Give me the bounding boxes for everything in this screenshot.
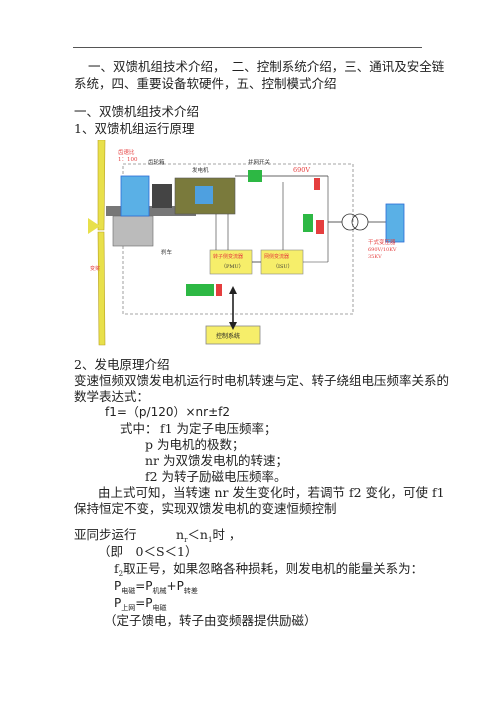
wind-blade-lower bbox=[97, 231, 106, 346]
label-gearbox-note: 齿速比 bbox=[118, 148, 135, 156]
transformer-coil-2 bbox=[351, 213, 369, 231]
label-690v: 690V bbox=[293, 166, 310, 174]
label-generator: 发电机 bbox=[192, 166, 209, 174]
gearbox-block bbox=[120, 175, 150, 217]
wind-hub bbox=[88, 218, 100, 234]
section1-1-title: 1、双馈机组运行原理 bbox=[74, 121, 195, 136]
energy-equation-1: P电磁=P机械+P转差 bbox=[114, 579, 198, 595]
label-transformer-spec2: 35KV bbox=[368, 254, 382, 260]
nacelle-base bbox=[112, 215, 154, 247]
green-block-bottom bbox=[186, 284, 214, 296]
slip-range: （即 0＜S＜1） bbox=[98, 544, 198, 559]
label-transformer: 干式变压器 bbox=[368, 238, 396, 246]
para1-line-2: 数学表达式： bbox=[74, 389, 150, 404]
label-grid-converter: 网侧变流器 bbox=[264, 253, 289, 260]
intro-line-2: 系统，四、重要设备软硬件，五、控制模式介绍 bbox=[74, 76, 337, 91]
subsync-title: 亚同步运行 bbox=[74, 527, 137, 542]
red-block-right bbox=[316, 220, 324, 234]
feed-note: （定子馈电，转子由变频器提供励磁） bbox=[104, 613, 317, 628]
grid-switch bbox=[248, 170, 262, 182]
formula: f1=（p/120）×nr±f2 bbox=[105, 405, 230, 419]
label-transformer-spec1: 690V/10KV bbox=[368, 247, 397, 253]
section2-title: 2、发电原理介绍 bbox=[74, 357, 170, 372]
where-f1: f1 为定子电压频率； bbox=[160, 421, 277, 436]
where-f2: f2 为转子励磁电压频率。 bbox=[145, 469, 287, 484]
red-contactor-top bbox=[314, 178, 320, 190]
low-speed-shaft bbox=[106, 206, 196, 216]
label-grid-converter-code: （ISU） bbox=[273, 264, 293, 270]
intro-line-1: 一、双馈机组技术介绍， 二、控制系统介绍，三、通讯及安全链 bbox=[88, 59, 445, 74]
label-gearbox: 齿轮箱 bbox=[148, 158, 165, 166]
generator-rotor bbox=[195, 186, 213, 204]
para2-line-1: 由上式可知，当转速 nr 发生变化时，若调节 f2 变化，可使 f1 bbox=[98, 485, 445, 500]
where-nr: nr 为双馈发电机的转速； bbox=[145, 453, 288, 468]
energy-equation-2: P上网=P电磁 bbox=[114, 596, 167, 612]
f2-sentence: f2取正号，如果忽略各种损耗，则发电机的能量关系为： bbox=[114, 561, 424, 578]
label-control-system: 控制系统 bbox=[216, 332, 240, 340]
dfig-principle-diagram: 齿速比 1：100 齿轮箱 发电机 并网开关 690V 刹车 转子侧变流器 （P… bbox=[88, 140, 405, 346]
header-rule bbox=[73, 47, 422, 48]
where-p: p 为电机的极数； bbox=[145, 437, 245, 452]
section1-title: 一、双馈机组技术介绍 bbox=[74, 104, 200, 119]
label-rotor-converter-code: （PMU） bbox=[221, 264, 244, 270]
label-gearbox-ratio: 1：100 bbox=[118, 157, 138, 163]
red-block-bottom bbox=[216, 284, 222, 296]
transformer-coil-1 bbox=[341, 213, 359, 231]
label-rotor-converter: 转子侧变流器 bbox=[213, 253, 243, 260]
green-block-right bbox=[303, 214, 313, 232]
label-grid-switch: 并网开关 bbox=[248, 158, 271, 166]
label-pitch: 变桨 bbox=[90, 265, 100, 272]
grid-box bbox=[385, 203, 405, 243]
coupling bbox=[152, 184, 172, 208]
para2-line-2: 保持恒定不变，实现双馈发电机的变速恒频控制 bbox=[74, 501, 337, 516]
subsync-condition: nr＜n1时 ， bbox=[176, 527, 242, 544]
where-label: 式中： bbox=[120, 421, 158, 436]
label-brake: 刹车 bbox=[161, 248, 173, 256]
para1-line-1: 变速恒频双馈发电机运行时电机转速与定、转子绕组电压频率关系的 bbox=[74, 373, 450, 388]
wind-blade-upper bbox=[97, 140, 106, 231]
